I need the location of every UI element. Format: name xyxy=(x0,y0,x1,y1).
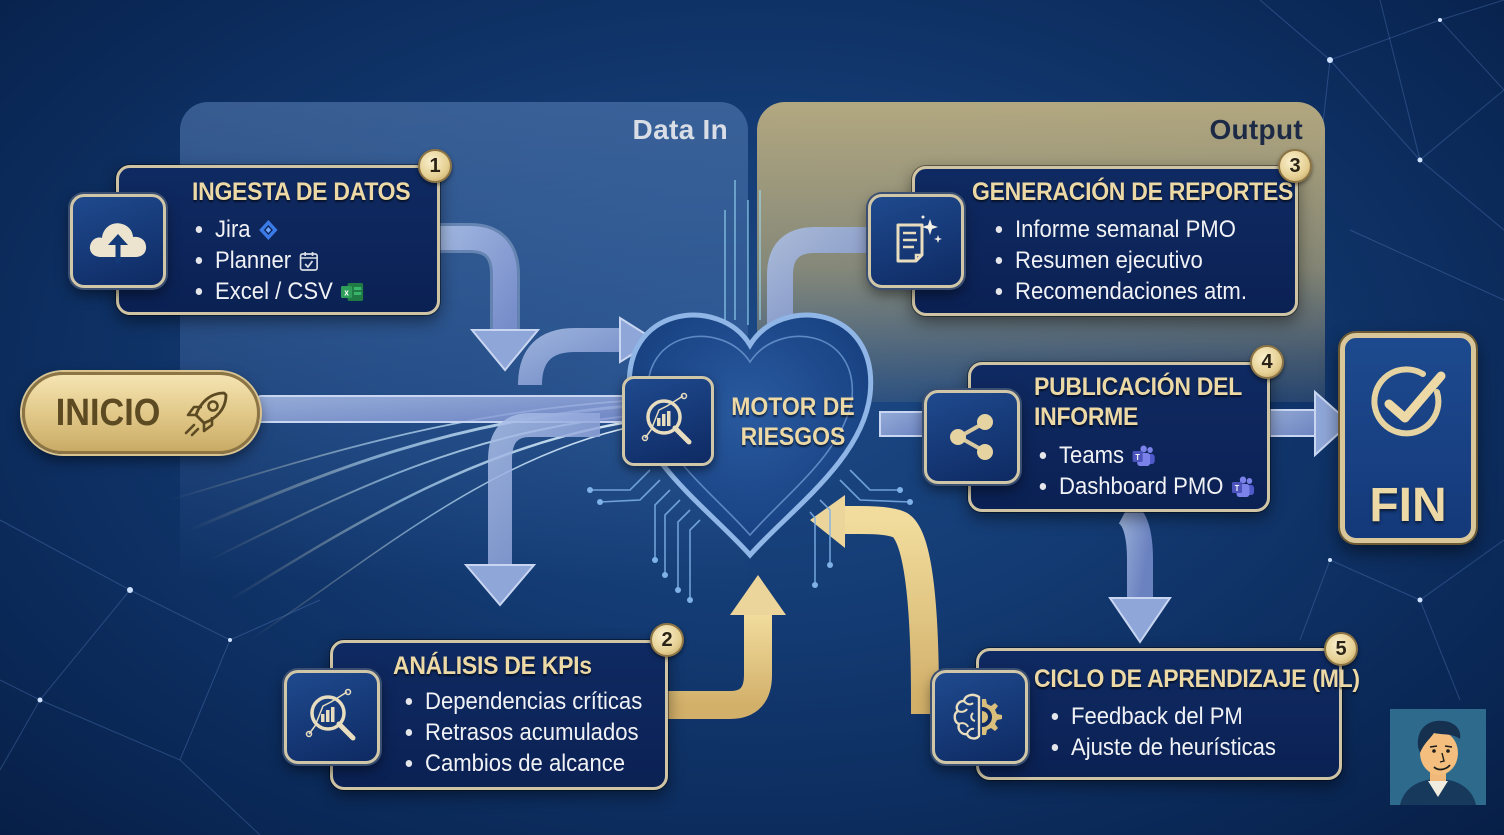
avatar xyxy=(1390,709,1486,805)
output-label: Output xyxy=(1209,114,1303,145)
step3-icon-tile xyxy=(868,194,964,288)
list-item: Dependencias críticas xyxy=(402,686,642,717)
step1-number-badge: 1 xyxy=(418,149,452,183)
start-button[interactable]: INICIO xyxy=(22,372,260,454)
data-in-label: Data In xyxy=(632,114,728,145)
list-item: Cambios de alcance xyxy=(402,748,642,779)
step1-icon-tile xyxy=(70,194,166,288)
svg-text:x: x xyxy=(344,287,349,297)
step-card-analisis-kpis[interactable] xyxy=(330,640,668,790)
engine-title-line1: MOTOR DE xyxy=(731,393,855,421)
step4-title: PUBLICACIÓN DEL INFORME xyxy=(1034,372,1242,432)
teams-icon: T xyxy=(1132,445,1155,466)
list-item: Teams T xyxy=(1036,440,1255,471)
analytics-magnifier-icon xyxy=(641,392,692,445)
list-item: Dashboard PMO T xyxy=(1036,471,1255,502)
risk-engine-heart[interactable] xyxy=(590,300,910,580)
step4-icon-tile xyxy=(924,390,1020,484)
risk-engine-title: MOTOR DE RIESGOS xyxy=(724,392,862,452)
start-label: INICIO xyxy=(55,391,161,434)
step2-number-badge: 2 xyxy=(650,623,684,657)
planner-calendar-icon xyxy=(299,251,318,271)
brain-gear-icon xyxy=(953,693,1002,740)
list-item: Recomendaciones atm. xyxy=(992,276,1247,307)
list-item: Resumen ejecutivo xyxy=(992,245,1247,276)
step3-number-badge: 3 xyxy=(1278,149,1312,183)
step3-list: Informe semanal PMO Resumen ejecutivo Re… xyxy=(992,214,1269,307)
end-button[interactable]: FIN xyxy=(1340,333,1476,543)
step4-title-line2: INFORME xyxy=(1034,403,1139,431)
step4-number-badge: 4 xyxy=(1250,345,1284,379)
step5-number-badge: 5 xyxy=(1324,632,1358,666)
list-item: Informe semanal PMO xyxy=(992,214,1247,245)
svg-text:T: T xyxy=(1235,483,1240,492)
step1-title: INGESTA DE DATOS xyxy=(192,178,411,206)
list-item: Ajuste de heurísticas xyxy=(1048,732,1276,763)
document-sparkle-icon xyxy=(896,215,942,263)
svg-text:T: T xyxy=(1135,452,1140,461)
engine-title-line2: RIESGOS xyxy=(740,423,846,451)
step-card-generacion-reportes[interactable] xyxy=(912,166,1298,316)
step-card-ingesta[interactable] xyxy=(116,165,440,315)
list-item: Excel / CSV x xyxy=(192,276,364,307)
step5-icon-tile xyxy=(932,670,1028,764)
step4-title-line1: PUBLICACIÓN DEL xyxy=(1034,373,1242,401)
step1-list: Jira Planner Excel / CSV x xyxy=(192,214,379,307)
jira-icon xyxy=(258,219,278,240)
step-card-ciclo-aprendizaje[interactable] xyxy=(976,648,1342,780)
list-item: Planner xyxy=(192,245,364,276)
step5-list: Feedback del PM Ajuste de heurísticas xyxy=(1048,701,1296,763)
rocket-icon xyxy=(184,391,228,437)
list-item: Jira xyxy=(192,214,364,245)
excel-icon: x xyxy=(341,282,364,301)
list-item: Feedback del PM xyxy=(1048,701,1276,732)
end-label: FIN xyxy=(1369,479,1447,532)
analytics-magnifier-icon xyxy=(305,688,356,741)
cloud-upload-icon xyxy=(89,223,147,263)
step3-title: GENERACIÓN DE REPORTES xyxy=(972,178,1294,206)
step2-title: ANÁLISIS DE KPIs xyxy=(393,652,592,680)
check-circle-icon xyxy=(1371,366,1446,437)
step5-title: CICLO DE APRENDIZAJE (ML) xyxy=(1034,665,1360,693)
step4-list: Teams T Dashboard PMO T xyxy=(1036,440,1274,502)
user-avatar-illustration xyxy=(1390,709,1486,805)
teams-icon: T xyxy=(1231,476,1254,497)
share-icon xyxy=(950,414,993,460)
list-item: Retrasos acumulados xyxy=(402,717,642,748)
step2-list: Dependencias críticas Retrasos acumulado… xyxy=(402,686,663,779)
step2-icon-tile xyxy=(284,670,380,764)
risk-engine-icon-tile xyxy=(622,376,714,466)
